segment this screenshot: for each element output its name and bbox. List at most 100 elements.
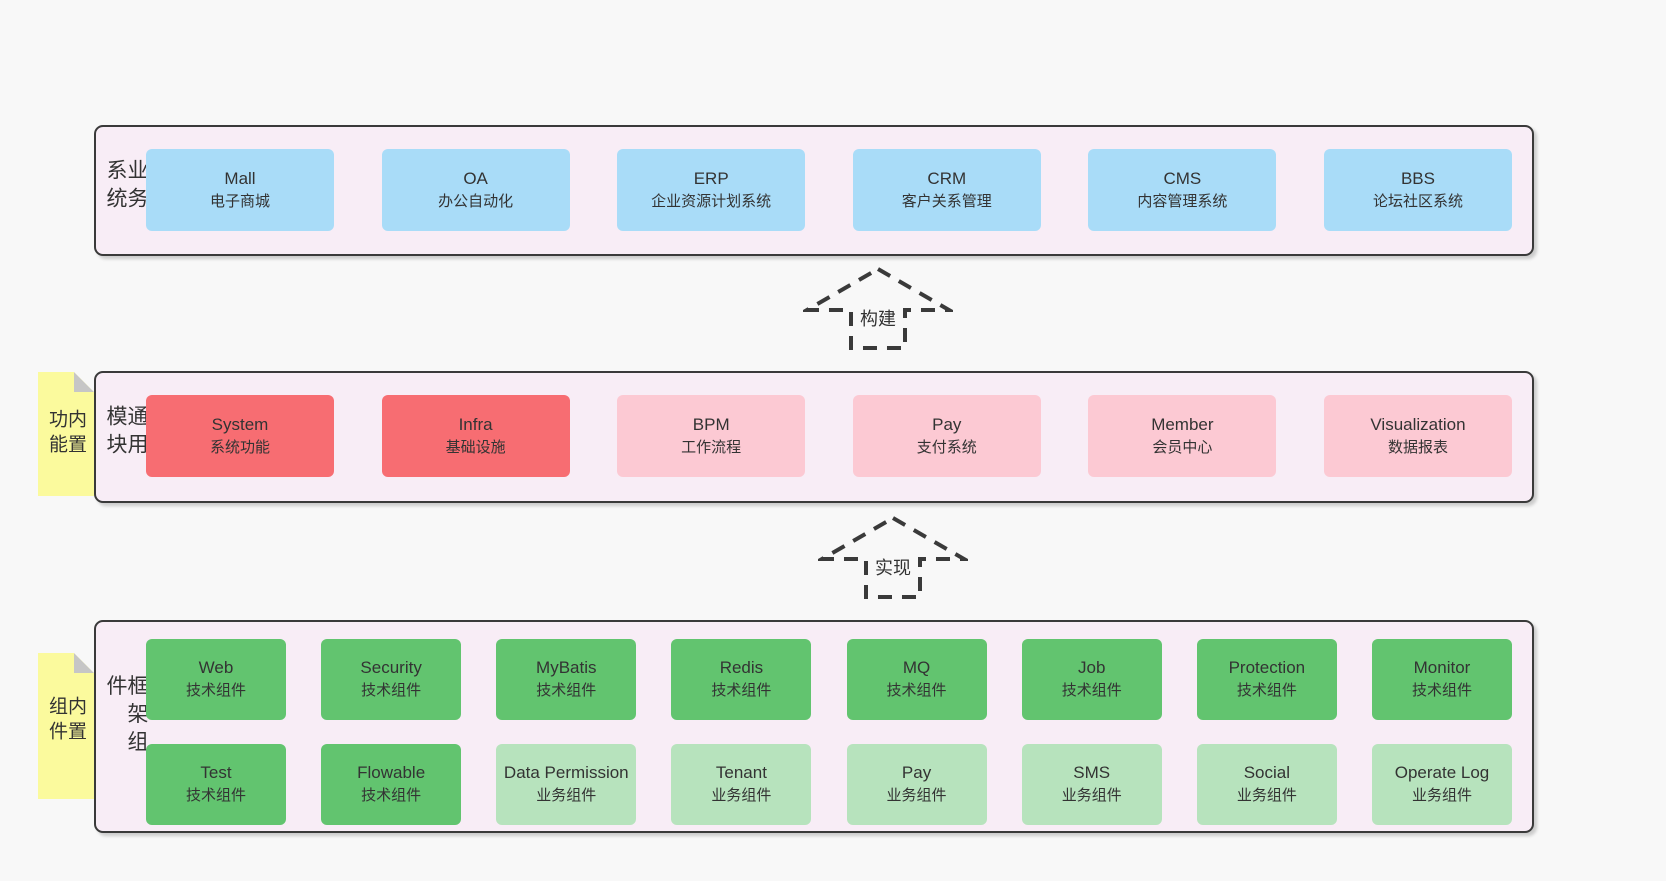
box-subtitle: 支付系统 xyxy=(916,438,977,456)
box-title: Member xyxy=(1151,414,1214,434)
box-subtitle: 办公自动化 xyxy=(438,192,514,210)
box-title: CMS xyxy=(1163,168,1202,188)
panel-business-systems: 业务系统 Mall 电子商城 OA 办公自动化 ERP 企业资源计划系统 CRM 客户关系管理… xyxy=(94,125,1534,256)
note-text: 内置组件 xyxy=(46,696,86,747)
arrow-implement-label: 实现 xyxy=(872,554,914,580)
box-title: Infra xyxy=(458,414,493,434)
panel-business-label: 业务系统 xyxy=(104,158,148,215)
box-subtitle: 技术组件 xyxy=(711,682,772,700)
mall-box: Mall 电子商城 xyxy=(146,149,334,231)
box-title: OA xyxy=(463,168,488,188)
box-subtitle: 业务组件 xyxy=(886,787,947,805)
crm-box: CRM 客户关系管理 xyxy=(852,149,1041,231)
box-subtitle: 业务组件 xyxy=(1411,787,1472,805)
dashed-up-arrow-icon xyxy=(803,266,953,350)
box-title: Redis xyxy=(719,658,764,678)
box-title: BPM xyxy=(692,414,730,434)
box-title: Visualization xyxy=(1370,414,1466,434)
box-subtitle: 业务组件 xyxy=(1236,787,1297,805)
box-subtitle: 技术组件 xyxy=(185,682,246,700)
pay-box: Pay 业务组件 xyxy=(846,744,987,825)
note-text: 内置功能 xyxy=(46,408,86,459)
box-title: Pay xyxy=(932,414,962,434)
note-fold-corner-icon xyxy=(74,372,94,392)
bpm-box: BPM 工作流程 xyxy=(617,395,806,477)
box-subtitle: 电子商城 xyxy=(209,192,270,210)
box-title: Monitor xyxy=(1413,658,1471,678)
box-subtitle: 企业资源计划系统 xyxy=(651,192,772,210)
box-subtitle: 系统功能 xyxy=(209,438,270,456)
redis-box: Redis 技术组件 xyxy=(671,639,812,720)
bbs-box: BBS 论坛社区系统 xyxy=(1323,149,1512,231)
box-title: Protection xyxy=(1228,658,1306,678)
business-systems-row: Mall 电子商城 OA 办公自动化 ERP 企业资源计划系统 CRM 客户关系管理 CMS 内容… xyxy=(146,149,1512,231)
note-fold-corner-icon xyxy=(74,653,94,673)
arrow-build: 构建 xyxy=(803,266,953,352)
sms-box: SMS 业务组件 xyxy=(1021,744,1162,825)
panel-components-label: 框架组件 xyxy=(104,674,148,759)
visualization-box: Visualization 数据报表 xyxy=(1323,395,1512,477)
box-title: MQ xyxy=(902,658,931,678)
panel-modules-label: 通用模块 xyxy=(104,405,148,461)
box-subtitle: 数据报表 xyxy=(1387,438,1448,456)
box-title: Security xyxy=(360,658,422,678)
box-subtitle: 业务组件 xyxy=(711,787,772,805)
box-subtitle: 论坛社区系统 xyxy=(1372,192,1463,210)
box-title: Mall xyxy=(224,168,256,188)
box-title: CRM xyxy=(927,168,967,188)
box-title: ERP xyxy=(693,168,729,188)
protection-box: Protection 技术组件 xyxy=(1196,639,1337,720)
box-title: Tenant xyxy=(715,763,767,783)
arrow-implement: 实现 xyxy=(818,515,968,601)
flowable-box: Flowable 技术组件 xyxy=(321,744,462,825)
pay-box: Pay 支付系统 xyxy=(852,395,1041,477)
box-subtitle: 基础设施 xyxy=(445,438,506,456)
box-subtitle: 会员中心 xyxy=(1152,438,1213,456)
box-subtitle: 技术组件 xyxy=(886,682,947,700)
oa-box: OA 办公自动化 xyxy=(381,149,570,231)
box-title: MyBatis xyxy=(536,658,597,678)
operate-log-box: Operate Log 业务组件 xyxy=(1371,744,1512,825)
box-subtitle: 技术组件 xyxy=(1236,682,1297,700)
box-subtitle: 业务组件 xyxy=(536,787,597,805)
box-subtitle: 内容管理系统 xyxy=(1137,192,1228,210)
sticky-note-builtin-components: 内置组件 xyxy=(38,653,94,799)
sticky-note-builtin-features: 内置功能 xyxy=(38,372,94,496)
security-box: Security 技术组件 xyxy=(321,639,462,720)
box-subtitle: 技术组件 xyxy=(185,787,246,805)
panel-common-modules: 通用模块 System 系统功能 Infra 基础设施 BPM 工作流程 Pay 支付系统 Me… xyxy=(94,371,1534,503)
erp-box: ERP 企业资源计划系统 xyxy=(617,149,806,231)
cms-box: CMS 内容管理系统 xyxy=(1088,149,1277,231)
box-subtitle: 技术组件 xyxy=(361,787,422,805)
dashed-up-arrow-icon xyxy=(818,515,968,599)
box-title: Job xyxy=(1077,658,1106,678)
box-title: System xyxy=(211,414,269,434)
box-title: Flowable xyxy=(357,763,426,783)
box-title: Operate Log xyxy=(1394,763,1490,783)
box-subtitle: 工作流程 xyxy=(681,438,742,456)
tenant-box: Tenant 业务组件 xyxy=(671,744,812,825)
box-title: BBS xyxy=(1400,168,1435,188)
system-box: System 系统功能 xyxy=(146,395,334,477)
mq-box: MQ 技术组件 xyxy=(846,639,987,720)
box-title: Web xyxy=(198,658,234,678)
box-title: SMS xyxy=(1073,763,1111,783)
box-subtitle: 业务组件 xyxy=(1061,787,1122,805)
box-subtitle: 技术组件 xyxy=(1061,682,1122,700)
box-subtitle: 技术组件 xyxy=(361,682,422,700)
job-box: Job 技术组件 xyxy=(1021,639,1162,720)
box-subtitle: 客户关系管理 xyxy=(901,192,992,210)
web-box: Web 技术组件 xyxy=(146,639,286,720)
infra-box: Infra 基础设施 xyxy=(381,395,570,477)
social-box: Social 业务组件 xyxy=(1196,744,1337,825)
box-title: Pay xyxy=(901,763,932,783)
member-box: Member 会员中心 xyxy=(1088,395,1277,477)
box-title: Social xyxy=(1243,763,1290,783)
